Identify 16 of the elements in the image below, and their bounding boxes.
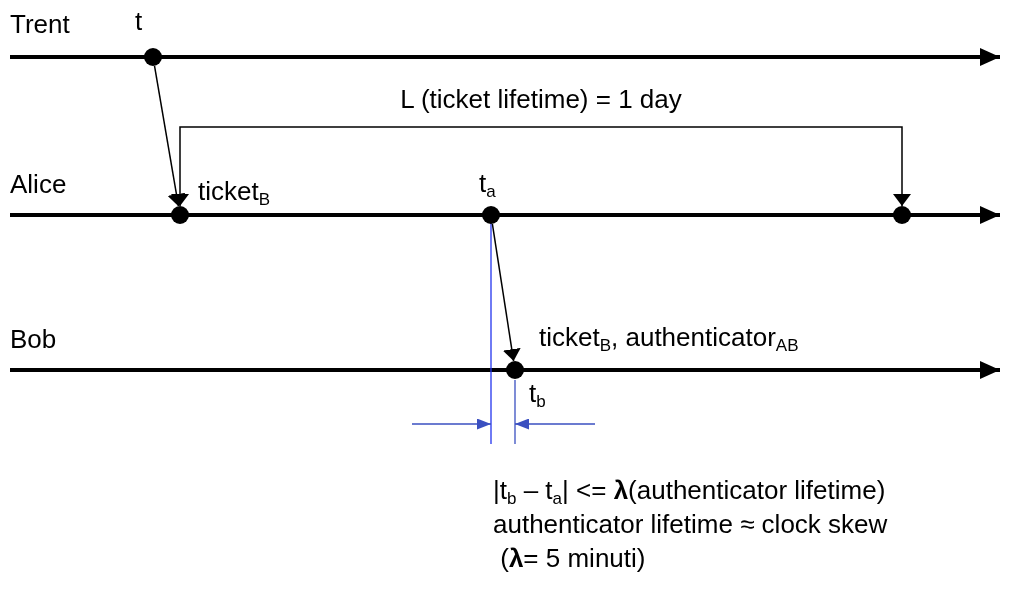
- constraint-text: |t$_{b}$ – t$_{a}$| <= λ(authenticator lifetime): [493, 476, 886, 509]
- lane-label: Alice: [10, 170, 67, 200]
- event-dot: [893, 206, 911, 224]
- time-label: t$_{b}$: [529, 379, 546, 412]
- edge-label: L (ticket lifetime) = 1 day: [400, 85, 682, 115]
- note-text: authenticator lifetime ≈ clock skew: [493, 510, 888, 540]
- note-text: (λ= 5 minuti): [499, 544, 646, 574]
- message-arrow: [491, 223, 521, 362]
- lane-label: Trent: [10, 10, 70, 40]
- time-label: t: [135, 7, 143, 37]
- time-label: t$_{a}$: [479, 169, 496, 202]
- lane-label: Bob: [10, 325, 57, 355]
- message-arrow: [153, 65, 186, 207]
- message-label: ticket$_{B}$: [198, 177, 271, 210]
- message-label: ticket$_{B}$, authenticator$_{AB}$: [539, 323, 799, 356]
- lifetime-arrow: [171, 126, 911, 207]
